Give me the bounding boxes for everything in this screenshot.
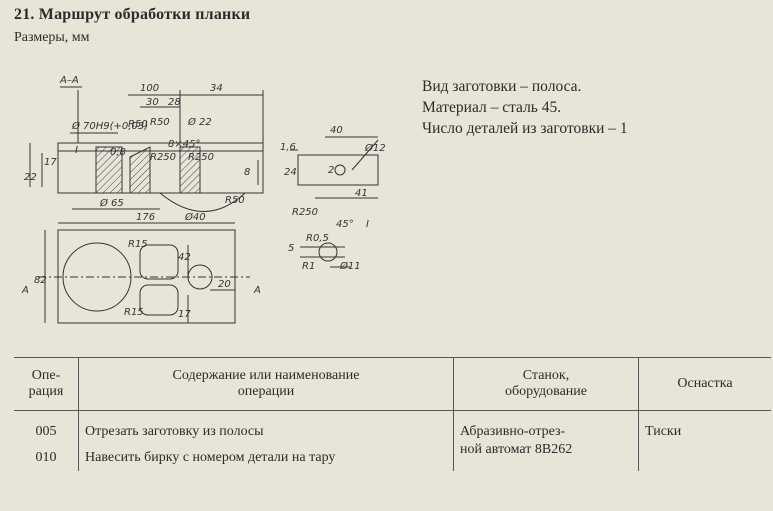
dim-8: 8 xyxy=(244,167,250,178)
info-material: Материал – сталь 45. xyxy=(422,99,562,116)
dim-34: 34 xyxy=(210,83,223,94)
dim-r15a: R15 xyxy=(128,239,148,250)
blank-info: Вид заготовки – полоса. Материал – сталь… xyxy=(422,76,628,139)
dim-r250a: R250 xyxy=(150,152,176,163)
header-operation: Опе- рация xyxy=(14,357,79,411)
table-row: 010 Навесить бирку с номером детали на т… xyxy=(14,445,771,471)
dim-d11: Ø11 xyxy=(339,260,361,272)
dim-r250c: R250 xyxy=(292,207,318,218)
dim-r50a: R50 xyxy=(128,119,148,130)
cell-tooling: Тиски xyxy=(645,424,682,439)
dim-d70: Ø 70H9(+0,03) xyxy=(71,120,148,132)
header-content: Содержание или наименование операции xyxy=(78,357,454,411)
page-title: 21. Маршрут обработки планки xyxy=(14,6,251,23)
dim-28: 28 xyxy=(168,97,181,108)
cell-machine: Абразивно-отрез- ной автомат 8В262 xyxy=(453,410,639,471)
dim-20: 20 xyxy=(218,279,231,290)
dim-d65: Ø 65 xyxy=(99,197,124,209)
label-section-a-left: А xyxy=(21,285,29,296)
side-view xyxy=(297,154,379,186)
header-tooling: Оснастка xyxy=(638,357,771,411)
dim-41: 41 xyxy=(355,188,368,199)
dim-r1: R1 xyxy=(302,261,315,272)
cell-op: 005 xyxy=(14,410,79,445)
page-subtitle: Размеры, мм xyxy=(14,30,90,45)
cell-op: 010 xyxy=(14,445,79,471)
dim-r50c: R50 xyxy=(225,195,245,206)
cell-content: Отрезать заготовку из полосы xyxy=(78,410,454,445)
table-header-row: Опе- рация Содержание или наименование о… xyxy=(14,357,771,411)
dim-d12: Ø12 xyxy=(364,142,386,154)
dim-82: 82 xyxy=(34,275,47,286)
dim-5: 5 xyxy=(288,243,294,254)
dim-r0-5: R0,5 xyxy=(306,233,329,244)
dim-17b: 17 xyxy=(178,309,191,320)
dim-d40: Ø40 xyxy=(184,211,206,223)
dim-r50b: R50 xyxy=(150,117,170,128)
dim-30: 30 xyxy=(146,97,159,108)
dim-r250b: R250 xyxy=(188,152,214,163)
info-parts-count: Число деталей из заготовки – 1 xyxy=(422,120,628,137)
dim-1-6: 1,6 xyxy=(280,142,296,153)
label-section-a-right: А xyxy=(253,285,261,296)
dim-45deg: 45° xyxy=(336,219,354,230)
dim-40: 40 xyxy=(330,125,343,136)
dim-42: 42 xyxy=(178,252,191,263)
dim-r15b: R15 xyxy=(124,307,144,318)
dim-08: 0,8 xyxy=(110,147,126,158)
label-detail-i: I xyxy=(75,145,78,156)
dim-100: 100 xyxy=(140,83,159,94)
cell-content: Навесить бирку с номером детали на тару xyxy=(78,445,454,471)
dim-24: 24 xyxy=(284,167,297,178)
table-row: 005 Отрезать заготовку из полосы Абразив… xyxy=(14,410,771,471)
dim-8x45: 8×45° xyxy=(168,139,200,150)
dim-17: 17 xyxy=(44,157,57,168)
dim-d22: Ø 22 xyxy=(187,116,212,128)
info-blank-type: Вид заготовки – полоса. xyxy=(422,78,582,95)
dim-2: 2 xyxy=(328,165,334,176)
dim-176: 176 xyxy=(136,212,155,223)
header-machine: Станок, оборудование xyxy=(453,357,639,411)
dim-22: 22 xyxy=(24,172,37,183)
label-detail-i-view: I xyxy=(366,219,369,230)
label-section-aa: А–А xyxy=(59,75,79,86)
technical-drawing: А–А 100 34 30 28 Ø 70H9(+0,03) R50 R50 Ø… xyxy=(21,75,386,324)
operations-table: Опе- рация Содержание или наименование о… xyxy=(14,357,771,471)
